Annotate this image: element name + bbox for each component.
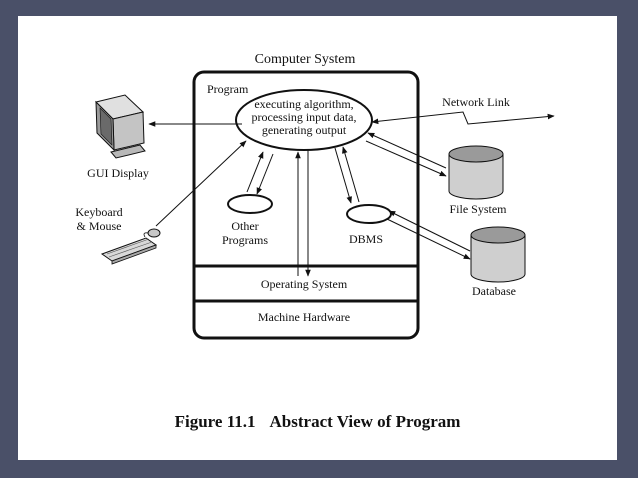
database-label: Database (472, 284, 516, 298)
core-line-1: executing algorithm, (254, 97, 353, 111)
core-line-3: generating output (262, 123, 347, 137)
arrow-dbms-to-database (386, 218, 471, 260)
database-cylinder-icon (470, 226, 526, 283)
arrow-keyboard-to-core (155, 140, 247, 227)
gui-display-label: GUI Display (87, 166, 149, 180)
dbms-label: DBMS (349, 232, 383, 246)
figure-caption: Figure 11.1 Abstract View of Program (18, 412, 617, 432)
other-programs-line-1: Other (231, 219, 258, 233)
machine-hardware-label: Machine Hardware (258, 310, 350, 324)
computer-system-box (192, 70, 420, 340)
arrow-dbms-to-core (342, 146, 360, 203)
other-programs-line-2: Programs (222, 233, 268, 247)
abstract-view-diagram: Computer System Program executing algori… (75, 52, 555, 340)
other-programs-ellipse (227, 194, 273, 214)
core-line-2: processing input data, (252, 110, 357, 124)
computer-system-title: Computer System (255, 52, 356, 67)
program-label: Program (207, 82, 249, 96)
arrow-core-to-other (256, 153, 274, 195)
arrow-file-system-to-core (367, 132, 447, 169)
network-link-label: Network Link (442, 95, 510, 109)
file-system-label: File System (449, 202, 507, 216)
keyboard-mouse-icon (100, 228, 161, 265)
slide-canvas: Computer System Program executing algori… (18, 16, 617, 460)
file-system-cylinder-icon (448, 145, 504, 200)
figure-number: Figure 11.1 (174, 412, 256, 431)
network-link-arrow (371, 111, 555, 125)
monitor-icon (95, 94, 146, 159)
arrow-database-to-dbms (388, 210, 471, 252)
operating-system-label: Operating System (261, 277, 348, 291)
mouse-label: & Mouse (77, 219, 122, 233)
dbms-ellipse (346, 204, 392, 224)
figure-title: Abstract View of Program (269, 412, 461, 431)
arrow-other-to-core (246, 151, 264, 193)
keyboard-label: Keyboard (75, 205, 122, 219)
arrow-core-to-file-system (365, 140, 447, 177)
arrow-core-to-dbms (334, 147, 352, 204)
